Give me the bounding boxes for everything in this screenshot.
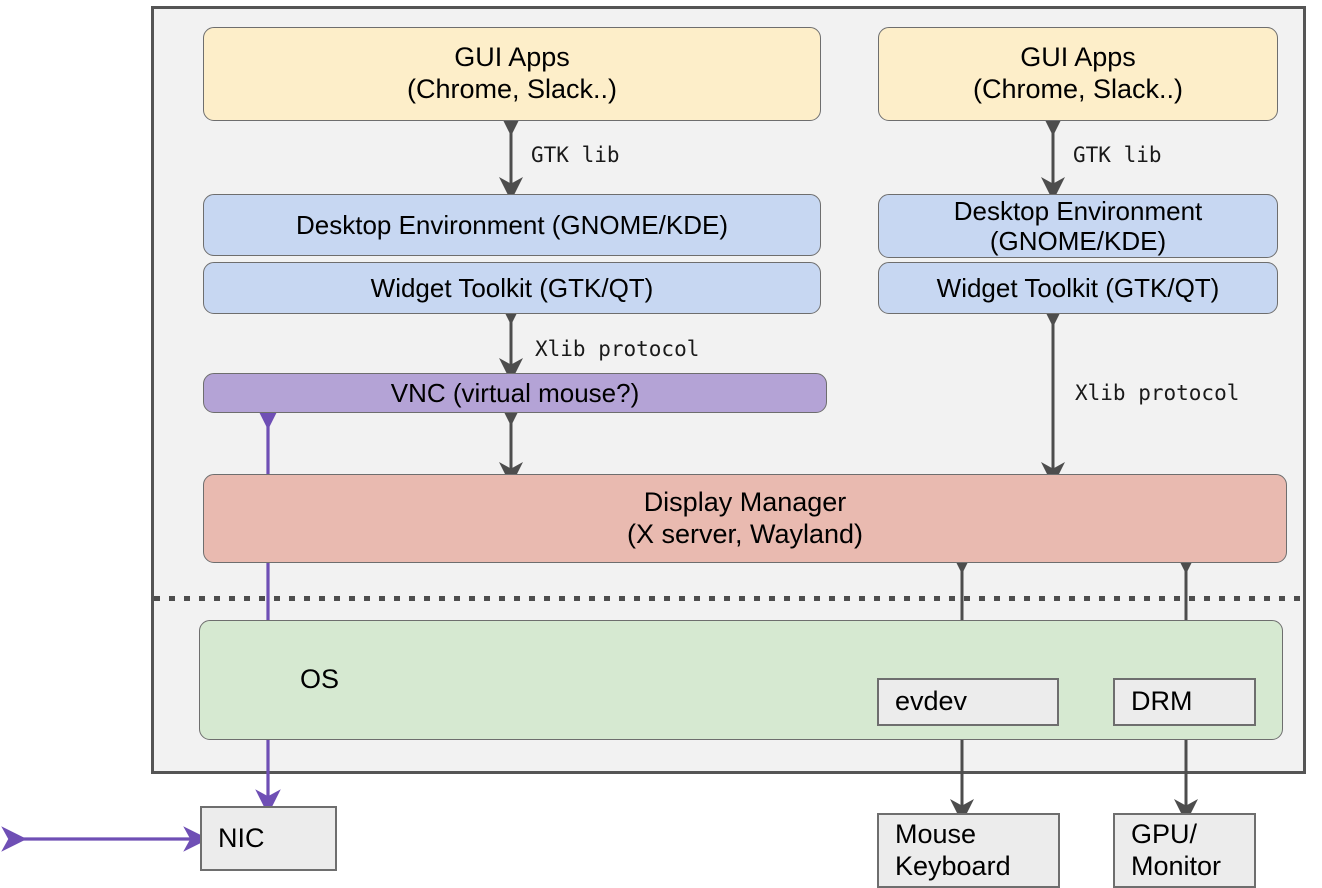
- node-mouse-keyboard-label: Mouse Keyboard: [895, 818, 1011, 881]
- node-gui-apps-left[interactable]: GUI Apps (Chrome, Slack..): [203, 27, 821, 121]
- node-gpu-monitor-label: GPU/ Monitor: [1131, 818, 1222, 881]
- node-nic-label: NIC: [218, 822, 265, 853]
- node-nic[interactable]: NIC: [200, 806, 337, 871]
- node-os[interactable]: OS: [199, 620, 1283, 740]
- node-gui-apps-right-label: GUI Apps (Chrome, Slack..): [972, 42, 1184, 104]
- node-os-label: OS: [300, 664, 340, 695]
- edge-label-xlib-protocol-left: Xlib protocol: [535, 337, 700, 361]
- node-desktop-environment-left[interactable]: Desktop Environment (GNOME/KDE): [203, 194, 821, 256]
- node-widget-toolkit-right-label: Widget Toolkit (GTK/QT): [936, 272, 1220, 303]
- edge-label-gtk-lib-left: GTK lib: [531, 143, 620, 167]
- userspace-kernel-divider: [154, 596, 1303, 601]
- edge-label-xlib-protocol-right: Xlib protocol: [1075, 381, 1240, 405]
- node-display-manager-label: Display Manager (X server, Wayland): [626, 486, 864, 549]
- node-evdev-label: evdev: [895, 686, 968, 717]
- node-vnc[interactable]: VNC (virtual mouse?): [203, 373, 827, 413]
- node-widget-toolkit-left[interactable]: Widget Toolkit (GTK/QT): [203, 262, 821, 314]
- node-evdev[interactable]: evdev: [877, 678, 1059, 726]
- node-gpu-monitor[interactable]: GPU/ Monitor: [1113, 813, 1256, 888]
- node-desktop-environment-right-label: Desktop Environment (GNOME/KDE): [953, 195, 1203, 256]
- node-desktop-environment-right[interactable]: Desktop Environment (GNOME/KDE): [878, 194, 1278, 258]
- node-gui-apps-right[interactable]: GUI Apps (Chrome, Slack..): [878, 27, 1278, 121]
- node-widget-toolkit-right[interactable]: Widget Toolkit (GTK/QT): [878, 262, 1278, 314]
- node-vnc-label: VNC (virtual mouse?): [390, 377, 640, 408]
- node-mouse-keyboard[interactable]: Mouse Keyboard: [877, 813, 1060, 888]
- node-widget-toolkit-left-label: Widget Toolkit (GTK/QT): [370, 272, 654, 303]
- node-desktop-environment-left-label: Desktop Environment (GNOME/KDE): [295, 209, 728, 240]
- node-display-manager[interactable]: Display Manager (X server, Wayland): [203, 474, 1287, 563]
- node-gui-apps-left-label: GUI Apps (Chrome, Slack..): [406, 42, 618, 104]
- node-drm-label: DRM: [1131, 686, 1193, 717]
- node-drm[interactable]: DRM: [1113, 678, 1256, 726]
- edge-label-gtk-lib-right: GTK lib: [1073, 143, 1162, 167]
